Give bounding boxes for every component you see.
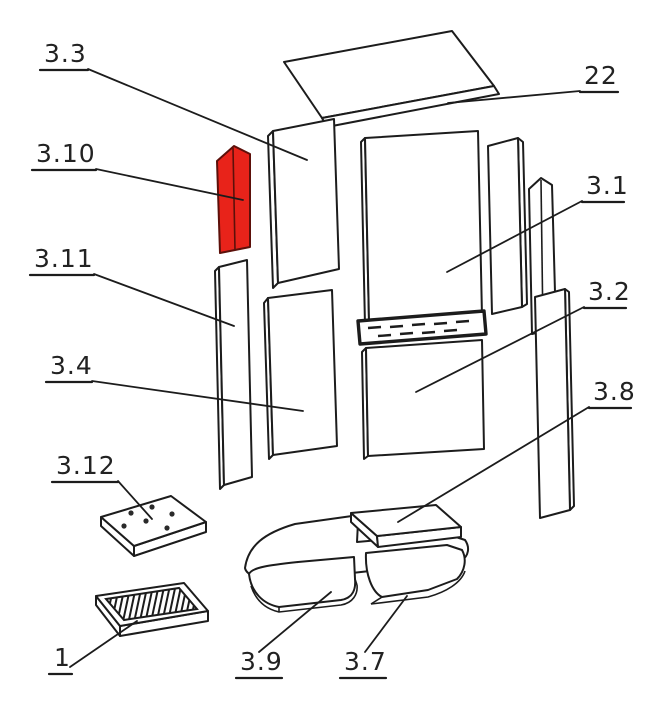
plate-holes xyxy=(121,504,175,531)
label-3-12: 3.12 xyxy=(50,451,120,484)
label-22-text: 22 xyxy=(584,61,618,90)
leader-line-3-1 xyxy=(446,200,583,273)
leader-line-3-8 xyxy=(397,406,590,523)
label-3-7: 3.7 xyxy=(338,647,388,680)
part-3-7-floor-stone xyxy=(364,544,466,605)
label-3-3: 3.3 xyxy=(38,39,90,72)
label-3-1-text: 3.1 xyxy=(586,171,629,200)
part-right-column xyxy=(534,288,575,519)
leader-line-3-12 xyxy=(117,480,153,520)
leader-line-3-7 xyxy=(364,595,408,653)
part-3-2-panel xyxy=(361,339,485,460)
part-1-grate xyxy=(95,582,209,637)
leader-line-3-4 xyxy=(91,380,304,412)
leader-line-1 xyxy=(69,620,138,668)
part-vent-strip xyxy=(356,309,488,346)
part-3-12-plate xyxy=(100,495,207,557)
label-3-4-text: 3.4 xyxy=(50,351,93,380)
label-3-9-text: 3.9 xyxy=(240,647,283,676)
label-3-10-text: 3.10 xyxy=(36,139,96,168)
part-3-10-highlighted-brick xyxy=(216,145,251,254)
label-3-2: 3.2 xyxy=(582,277,631,310)
label-3-12-text: 3.12 xyxy=(56,451,116,480)
part-3-11-column xyxy=(214,259,253,490)
label-3-9: 3.9 xyxy=(234,647,284,680)
part-right-panel xyxy=(487,137,528,315)
vent-dashes xyxy=(367,319,470,338)
label-3-7-text: 3.7 xyxy=(344,647,387,676)
label-1-text: 1 xyxy=(54,643,71,672)
label-3-1: 3.1 xyxy=(580,171,629,204)
leader-line-3-11 xyxy=(93,273,235,327)
label-3-11: 3.11 xyxy=(28,244,96,277)
label-3-10: 3.10 xyxy=(30,139,98,172)
label-3-2-text: 3.2 xyxy=(588,277,631,306)
part-3-1-back-panel xyxy=(360,130,483,326)
label-3-3-text: 3.3 xyxy=(44,39,87,68)
leader-line-3-9 xyxy=(258,591,332,653)
leader-line-3-2 xyxy=(415,306,585,393)
grate-hatch-area xyxy=(104,586,199,622)
label-3-8: 3.8 xyxy=(587,377,636,410)
leader-line-22 xyxy=(447,90,581,104)
leader-line-3-10 xyxy=(95,168,244,201)
part-3-3-panel xyxy=(267,118,340,289)
label-1: 1 xyxy=(47,643,74,676)
part-22-top-plate xyxy=(283,30,500,128)
label-3-8-text: 3.8 xyxy=(593,377,636,406)
label-3-11-text: 3.11 xyxy=(34,244,94,273)
label-22: 22 xyxy=(578,61,620,94)
label-3-4: 3.4 xyxy=(44,351,94,384)
part-3-4-panel xyxy=(263,289,338,460)
leader-line-3-3 xyxy=(87,68,308,161)
part-floor-raised-block xyxy=(350,504,462,548)
